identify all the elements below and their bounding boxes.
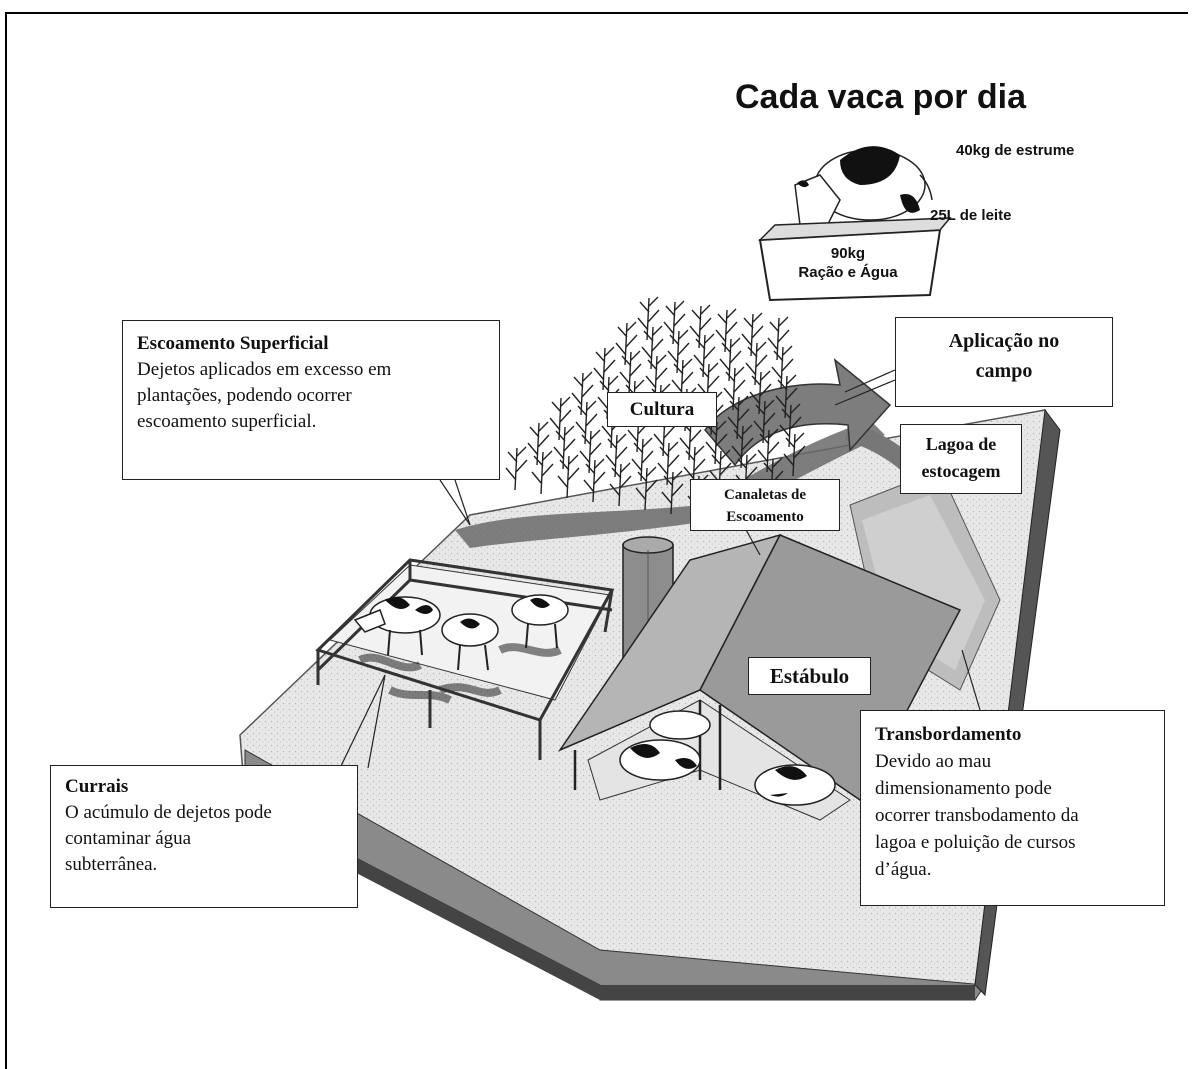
milk-stat: 25L de leite	[930, 207, 1012, 224]
feed-label: Ração e Água	[798, 264, 898, 281]
corn-stalk	[605, 433, 628, 478]
corn-stalk	[731, 424, 754, 469]
corrals-callout: Currais O acúmulo de dejetos pode contam…	[50, 765, 358, 908]
corn-stalk	[697, 362, 720, 407]
corn-stalk	[637, 296, 660, 341]
overflow-line: d’água.	[875, 859, 932, 880]
channels-callout: Canaletas de Escoamento	[690, 479, 840, 531]
corrals-line: contaminar água	[65, 828, 192, 849]
corn-stalk	[531, 450, 554, 495]
corn-stalk	[627, 408, 650, 453]
corn-stalk	[683, 445, 706, 490]
corrals-line: subterrânea.	[65, 854, 158, 875]
overflow-line: lagoa e poluição de cursos	[875, 832, 1076, 853]
corn-stalk	[579, 429, 602, 474]
corn-stalk	[527, 421, 550, 466]
corn-stalk	[641, 325, 664, 370]
corn-stalk	[689, 304, 712, 349]
overflow-line: Devido ao mau	[875, 751, 992, 772]
feed-amount: 90kg	[830, 245, 866, 262]
corn-stalk	[615, 321, 638, 366]
overflow-title: Transbordamento	[875, 724, 1022, 745]
corn-stalk	[645, 354, 668, 399]
corn-stalk	[775, 374, 798, 419]
page-frame	[5, 12, 1188, 1069]
corn-stalk	[657, 441, 680, 486]
cow-trough-illustration	[758, 146, 952, 302]
overflow-line: ocorrer transbodamento da	[875, 805, 1079, 826]
corn-stalk	[679, 416, 702, 461]
corn-stalk	[661, 470, 684, 515]
corral	[315, 558, 615, 760]
corn-stalk	[771, 345, 794, 390]
corn-stalk	[741, 312, 764, 357]
corn-stalk	[705, 420, 728, 465]
corn-stalk	[635, 466, 658, 511]
diagram-title: Cada vaca por dia	[735, 78, 1027, 116]
storage-lagoon-callout: Lagoa de estocagem	[900, 424, 1022, 494]
runoff-line: escoamento superficial.	[137, 411, 317, 432]
corn-stalk	[667, 329, 690, 374]
corn-stalk	[693, 333, 716, 378]
corn-stalk	[583, 458, 606, 503]
corn-stalk	[757, 428, 780, 473]
corn-stalk	[709, 449, 732, 494]
field-application-callout: Aplicação no campo	[895, 317, 1113, 407]
corn-stalk	[723, 366, 746, 411]
corn-stalk	[575, 400, 598, 445]
runoff-line: Dejetos aplicados em excesso em	[137, 359, 392, 380]
corn-stalk	[749, 370, 772, 415]
stable-label: Estábulo	[748, 657, 871, 695]
corn-stalk	[671, 358, 694, 403]
corn-stalk	[571, 371, 594, 416]
runoff-line: plantações, podendo ocorrer	[137, 385, 352, 406]
corrals-title: Currais	[65, 776, 129, 797]
field-application-line: Aplicação no	[948, 330, 1060, 352]
corn-field	[505, 296, 806, 527]
overflow-line: dimensionamento pode	[875, 778, 1052, 799]
corrals-line: O acúmulo de dejetos pode	[65, 802, 272, 823]
corn-stalk	[715, 308, 738, 353]
leader-lines	[339, 369, 981, 769]
corn-stalk	[505, 446, 528, 491]
corn-stalk	[653, 412, 676, 457]
culture-label: Cultura	[607, 392, 717, 427]
corn-stalk	[719, 337, 742, 382]
corn-stalk	[745, 341, 768, 386]
runoff-title: Escoamento Superficial	[137, 333, 329, 354]
corn-stalk	[553, 425, 576, 470]
corn-stalk	[609, 462, 632, 507]
storage-lagoon-line: estocagem	[921, 461, 1001, 481]
corn-stalk	[549, 396, 572, 441]
corn-stalk	[631, 437, 654, 482]
corn-stalk	[767, 316, 790, 361]
storage-lagoon-line: Lagoa de	[925, 434, 997, 454]
corn-stalk	[619, 350, 642, 395]
corn-stalk	[593, 346, 616, 391]
manure-stat: 40kg de estrume	[956, 142, 1075, 159]
overflow-callout: Transbordamento Devido ao mau dimensiona…	[860, 710, 1165, 906]
corn-stalk	[727, 395, 750, 440]
runoff-callout: Escoamento Superficial Dejetos aplicados…	[122, 320, 500, 480]
barn	[557, 533, 962, 821]
field-application-line: campo	[975, 360, 1033, 382]
corn-stalk	[753, 399, 776, 444]
corn-stalk	[779, 403, 802, 448]
corn-stalk	[783, 432, 806, 477]
corn-stalk	[663, 300, 686, 345]
corn-stalk	[557, 454, 580, 499]
channels-line: Canaletas de	[723, 487, 807, 503]
channels-line: Escoamento	[726, 509, 804, 525]
trough-label: 90kg Ração e Água	[768, 244, 928, 282]
